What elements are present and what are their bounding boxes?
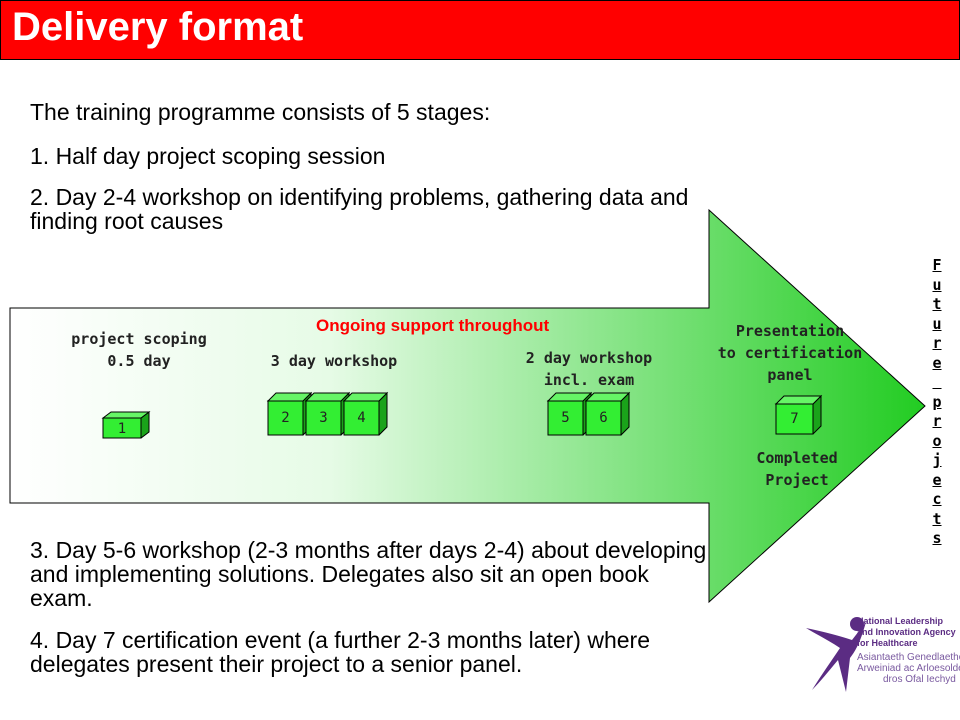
future-projects-letter xyxy=(930,373,944,393)
stage-box-6-label: 6 xyxy=(599,410,608,426)
future-projects-letter: t xyxy=(932,295,942,313)
logo-welsh-text: Asiantaeth Genedlaethol Arweiniad ac Arl… xyxy=(857,652,960,685)
future-projects-letter: r xyxy=(932,412,942,430)
stage-box-7-label: 7 xyxy=(790,411,799,427)
stage-2-label: 3 day workshop xyxy=(270,352,398,370)
future-projects-letter: u xyxy=(932,314,942,333)
stage-3-text: 3. Day 5-6 workshop (2-3 months after da… xyxy=(30,537,707,611)
stage-4-text: 4. Day 7 certification event (a further … xyxy=(30,627,651,677)
stage-box-5-label: 5 xyxy=(561,410,570,426)
ongoing-support-label: Ongoing support throughout xyxy=(316,316,550,335)
future-projects-letter: r xyxy=(932,334,942,352)
stage-box-3 xyxy=(304,391,351,436)
stage-box-4-label: 4 xyxy=(357,410,366,426)
future-projects-letter: t xyxy=(932,509,942,528)
future-projects-letter: e xyxy=(932,470,942,489)
logo-english-text: National Leadership and Innovation Agenc… xyxy=(857,616,956,648)
stage-box-6 xyxy=(584,391,631,436)
future-projects-letter: u xyxy=(932,275,942,294)
future-projects-letter: F xyxy=(932,256,942,274)
stage-1-text: 1. Half day project scoping session xyxy=(30,143,386,169)
stage-box-7 xyxy=(774,394,823,435)
stage-box-2 xyxy=(266,391,313,436)
future-projects-letter: e xyxy=(932,353,942,372)
stage-3-label: 2 day workshop incl. exam xyxy=(525,349,653,389)
stage-2-text: 2. Day 2-4 workshop on identifying probl… xyxy=(30,184,689,234)
completed-project-label: Completed Project xyxy=(756,449,838,489)
stage-box-4 xyxy=(342,391,389,436)
stage-box-3-label: 3 xyxy=(319,410,328,426)
stage-box-5 xyxy=(546,391,593,436)
stage-box-1 xyxy=(101,411,151,439)
future-projects-letter: s xyxy=(932,529,942,547)
intro-text: The training programme consists of 5 sta… xyxy=(30,99,491,125)
future-projects-letter: p xyxy=(932,392,942,411)
future-projects-letter: j xyxy=(932,451,942,469)
future-projects-letter: c xyxy=(932,490,942,508)
slide-title: Delivery format xyxy=(12,5,304,49)
arrow-shape xyxy=(9,208,926,604)
stage-box-1-label: 1 xyxy=(117,421,127,437)
stage-box-2-label: 2 xyxy=(281,410,290,426)
future-projects-letter: o xyxy=(932,431,942,450)
logo-figure-icon xyxy=(806,617,866,692)
stage-4-label: Presentation to certification panel xyxy=(717,322,863,384)
stage-1-label: project scoping 0.5 day xyxy=(71,330,207,370)
title-bar: Delivery format xyxy=(0,0,960,60)
